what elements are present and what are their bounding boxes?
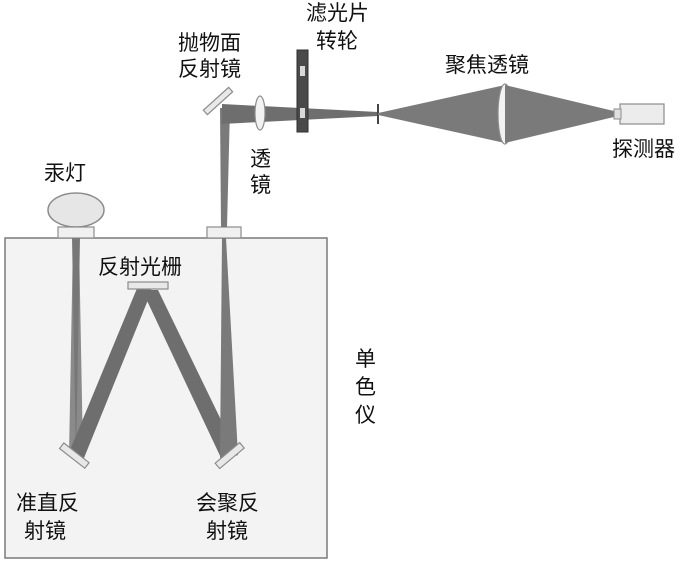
converging-mirror [214,441,246,470]
lamp-base [57,226,95,239]
label-focus-lens: 聚焦透镜 [445,53,529,77]
label-paraboloid-mirror-1: 抛物面 [178,31,241,55]
beam-converger-to-slit [220,238,238,458]
label-converging-mirror-1: 会聚反 [196,491,259,515]
detector-window [613,108,622,120]
label-paraboloid-mirror-2: 反射镜 [178,57,241,81]
filter-wheel [296,49,309,133]
label-monochromator-2: 色 [355,375,376,399]
exit-slit [206,226,242,239]
mercury-lamp [47,192,105,228]
label-filter-wheel-2: 转轮 [316,29,358,53]
label-converging-mirror-2: 射镜 [206,519,248,543]
paraboloid-mirror [202,86,234,116]
filter-wheel-window-mid [300,108,305,118]
monochromator-box [4,237,328,559]
beam-grating-to-converger [142,290,238,460]
label-detector: 探测器 [612,137,675,161]
label-lens-2: 镜 [250,173,271,197]
label-monochromator-3: 仪 [355,403,376,427]
label-grating: 反射光栅 [98,255,182,279]
label-lens-1: 透 [250,147,271,171]
label-collimating-mirror-2: 射镜 [24,519,66,543]
lens [254,95,266,131]
beam-collimator-to-grating [68,286,152,458]
beam-lamp-to-collimator-wide [69,240,83,455]
label-monochromator-1: 单 [355,347,376,371]
beam-focus-to-detector [505,85,618,143]
filter-wheel-window-top [300,66,305,76]
detector [619,103,665,125]
beam-slit-to-paraboloid [220,108,230,227]
collimating-mirror [58,442,90,470]
label-filter-wheel-1: 滤光片 [306,1,369,25]
label-collimating-mirror-1: 准直反 [16,491,79,515]
beam-slit-to-focus-lens [378,85,505,143]
label-lamp: 汞灯 [44,161,86,185]
reflective-grating [127,281,169,290]
